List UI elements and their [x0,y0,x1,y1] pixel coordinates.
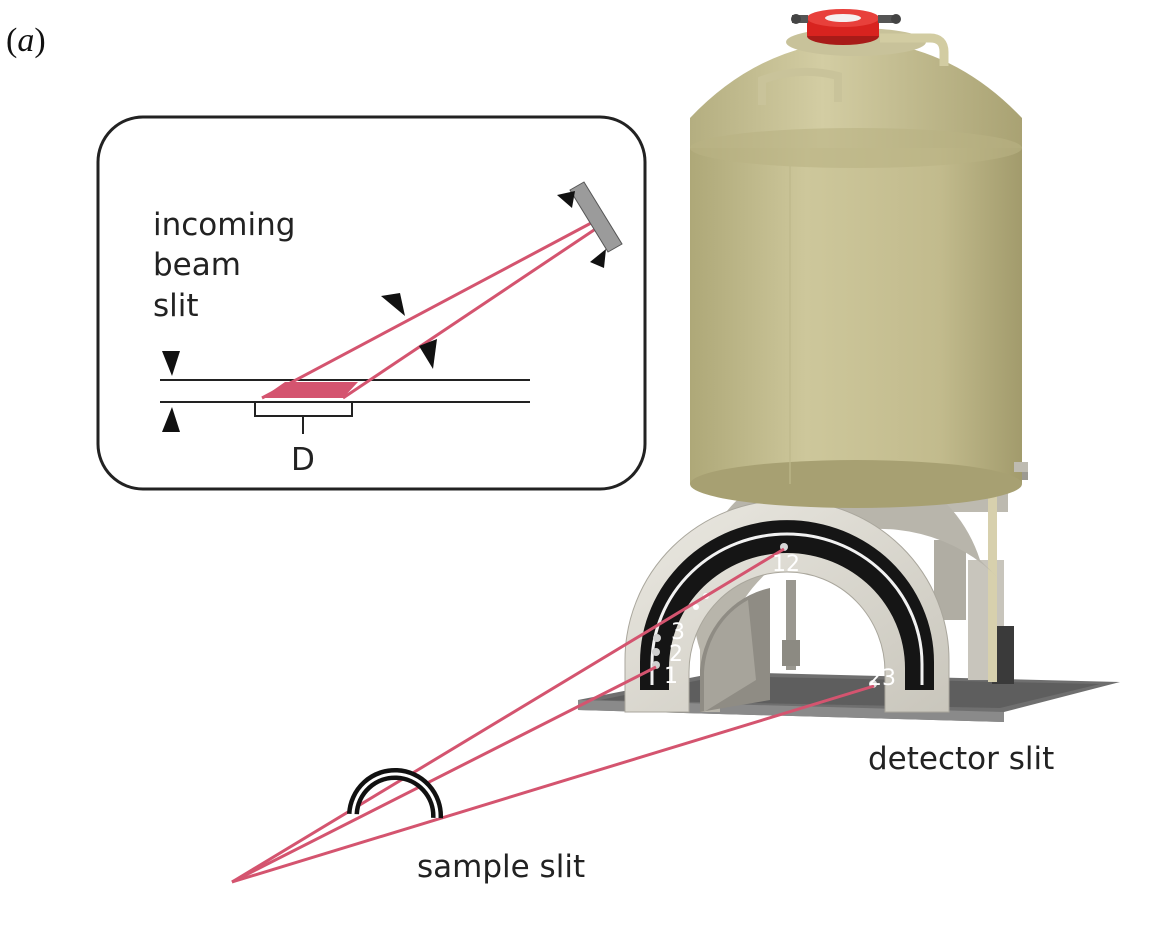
inset-beam-upper [261,220,594,400]
beam-to-detector-23 [231,684,875,884]
detector-number-3: 3 [671,620,685,645]
panel-label-open: ( [6,22,18,59]
scattered-beams [231,547,875,884]
sample-slit [347,767,444,819]
reflector-block [569,181,623,253]
detector-number-1: 1 [664,664,678,689]
dewar-cap [791,9,901,45]
detector-number-2: 2 [669,642,683,667]
middle-jaw-bottom-icon [419,339,437,369]
detector-number-12: 12 [772,552,800,577]
reflector-jaw-bottom-icon [590,249,606,268]
inset-label-line2: beam [153,247,241,284]
beam-to-detector-12 [231,547,785,884]
inset-box [96,115,647,491]
incoming-beam-slit-label: incoming beam slit [153,205,295,326]
panel-label-close: ) [34,22,46,59]
reflector-jaw-top-icon [557,191,575,208]
dewar-tank [690,28,1028,508]
d-label: D [291,442,315,478]
sample-slit-label: sample slit [417,849,586,885]
support-frame [782,466,1028,684]
incoming-jaw-top-icon [162,351,180,376]
panel-label-letter: a [17,22,35,59]
detector-slit-label: detector slit [868,741,1055,777]
panel-label: (a) [6,22,46,60]
inset-beam-lower [342,224,601,400]
incoming-jaw-bottom-icon [162,407,180,432]
middle-jaw-top-icon [381,293,405,316]
beam-to-detector-1 [231,665,657,884]
detector-number-23: 23 [868,666,896,691]
inset-label-line3: slit [153,287,199,324]
inset-label-line1: incoming [153,207,296,243]
detector-arch [624,457,1000,713]
